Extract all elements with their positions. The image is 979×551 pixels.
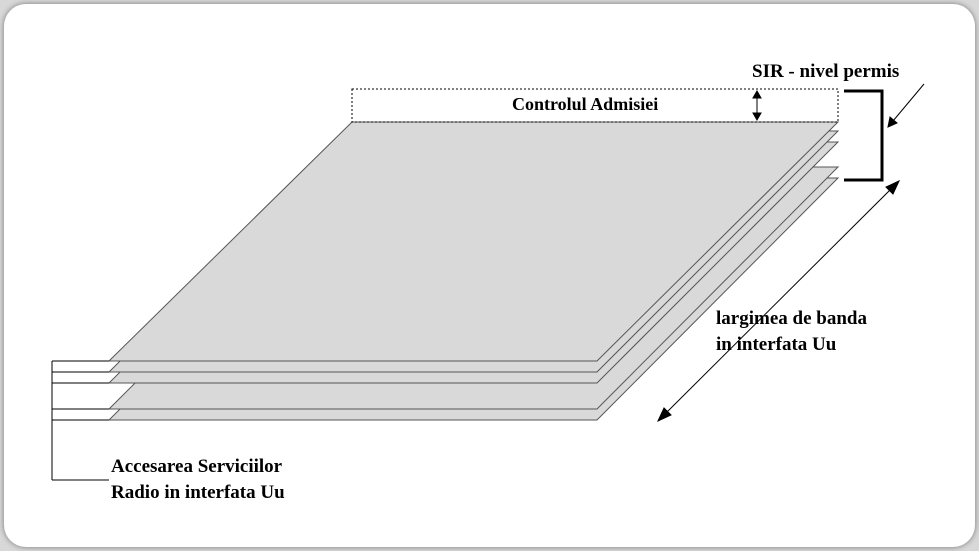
admission-control-box bbox=[351, 88, 839, 123]
admission-control-label: Controlul Admisiei bbox=[512, 94, 659, 114]
bandwidth-label-line2: in interfata Uu bbox=[716, 334, 837, 355]
sir-bracket bbox=[844, 89, 884, 182]
plate-1 bbox=[107, 121, 840, 362]
bandwidth-label-line1: largimea de banda bbox=[716, 308, 867, 329]
access-label-line2: Radio in interfata Uu bbox=[111, 482, 285, 503]
admission-double-arrow bbox=[752, 89, 762, 122]
access-bracket bbox=[51, 360, 109, 481]
sir-level-label: SIR - nivel permis bbox=[752, 61, 900, 82]
access-label-line1: Accesarea Serviciilor bbox=[111, 456, 283, 477]
sir-arrow bbox=[887, 83, 925, 128]
bandwidth-double-arrow bbox=[656, 179, 901, 423]
